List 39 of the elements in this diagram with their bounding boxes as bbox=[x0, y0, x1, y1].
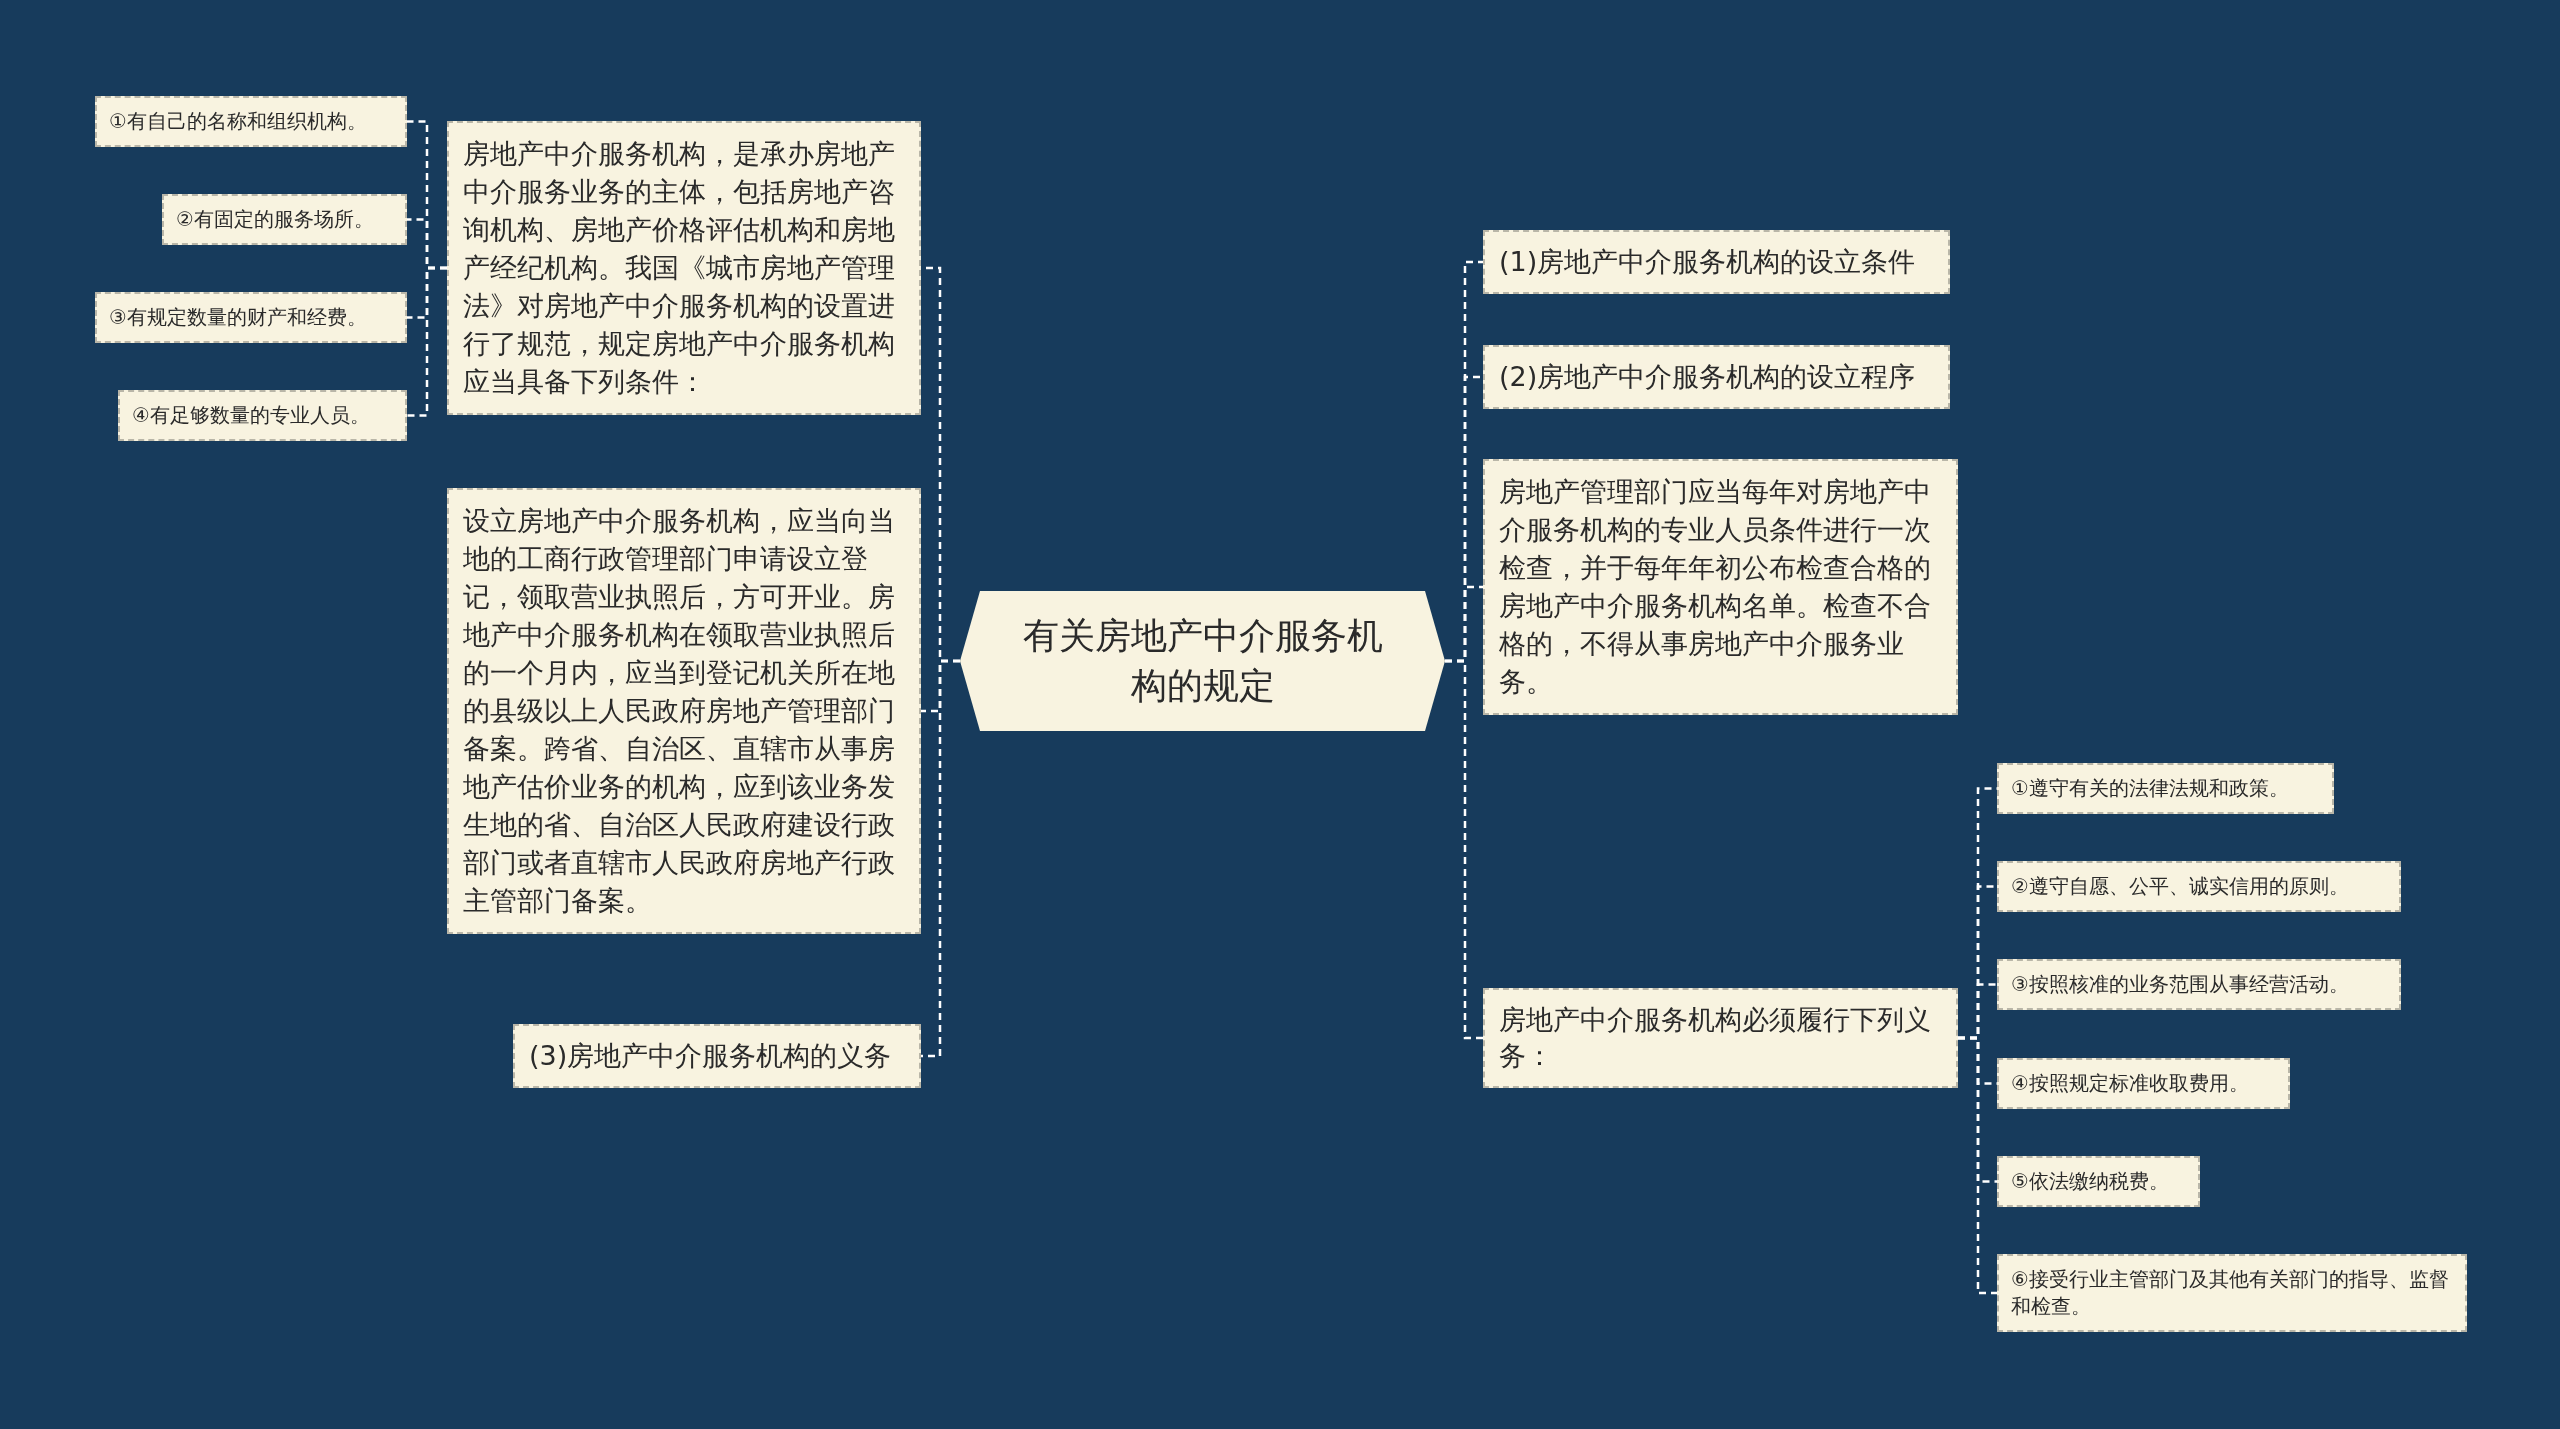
subtopic-box bbox=[162, 194, 407, 245]
topic-text: ③按照核准的业务范围从事经营活动。 bbox=[2011, 971, 2350, 998]
subtopic-box bbox=[1997, 1058, 2290, 1109]
topic-box bbox=[447, 121, 921, 415]
topic-box bbox=[1483, 459, 1958, 715]
topic-text: 房地产中介服务机构必须履行下列义务： bbox=[1499, 1003, 1932, 1073]
topic-box bbox=[513, 1024, 921, 1088]
topic-text: ①遵守有关的法律法规和政策。 bbox=[2011, 775, 2290, 802]
subtopic-box bbox=[1997, 861, 2401, 912]
topic-text: 房地产中介服务机构，是承办房地产中介服务业务的主体，包括房地产咨询机构、房地产价格评估机构和房地产经纪机构。我国《城市房地产管理法》对房地产中介服务机构的设置进行了规范，规定房地产中介服务机构应当具备下列条件： bbox=[463, 137, 896, 399]
connector-line bbox=[407, 266, 447, 417]
topic-text: ②有固定的服务场所。 bbox=[176, 206, 375, 233]
topic-text: ④按照规定标准收取费用。 bbox=[2011, 1070, 2250, 1097]
connector-line bbox=[1445, 659, 1483, 1040]
connector-line bbox=[1958, 1036, 1997, 1295]
topic-box bbox=[1483, 345, 1950, 409]
subtopic-box bbox=[1997, 1254, 2467, 1332]
topic-text: ③有规定数量的财产和经费。 bbox=[109, 304, 368, 331]
subtopic-box bbox=[95, 292, 407, 343]
subtopic-box bbox=[1997, 959, 2401, 1010]
topic-text: ①有自己的名称和组织机构。 bbox=[109, 108, 368, 135]
topic-box bbox=[447, 488, 921, 934]
topic-text: (3)房地产中介服务机构的义务 bbox=[529, 1039, 893, 1073]
topic-text: 有关房地产中介服务机构的规定 bbox=[1021, 614, 1384, 708]
topic-text: ⑥接受行业主管部门及其他有关部门的指导、监督和检查。 bbox=[2011, 1266, 2450, 1320]
topic-text: (1)房地产中介服务机构的设立条件 bbox=[1499, 245, 1917, 279]
topic-box bbox=[1483, 988, 1958, 1088]
topic-box bbox=[1483, 230, 1950, 294]
subtopic-box bbox=[95, 96, 407, 147]
topic-text: 房地产管理部门应当每年对房地产中介服务机构的专业人员条件进行一次检查，并于每年年初公布检查合格的房地产中介服务机构名单。检查不合格的，不得从事房地产中介服务业务。 bbox=[1499, 475, 1932, 699]
topic-text: ②遵守自愿、公平、诚实信用的原则。 bbox=[2011, 873, 2350, 900]
topic-text: ④有足够数量的专业人员。 bbox=[132, 402, 371, 429]
subtopic-box bbox=[1997, 763, 2334, 814]
subtopic-box bbox=[118, 390, 407, 441]
topic-text: 设立房地产中介服务机构，应当向当地的工商行政管理部门申请设立登记，领取营业执照后，方可开业。房地产中介服务机构在领取营业执照后的一个月内，应当到登记机关所在地的县级以上人民政府房地产管理部门备案。跨省、自治区、直辖市从事房地产估价业务的机构，应到该业务发生地的省、自治区人民政府建设行政部门或者直辖市人民政府房地产行政主管部门备案。 bbox=[463, 504, 896, 918]
subtopic-box bbox=[1997, 1156, 2200, 1207]
central-topic-hexagon bbox=[960, 591, 1445, 731]
topic-text: ⑤依法缴纳税费。 bbox=[2011, 1168, 2170, 1195]
topic-text: (2)房地产中介服务机构的设立程序 bbox=[1499, 360, 1917, 394]
